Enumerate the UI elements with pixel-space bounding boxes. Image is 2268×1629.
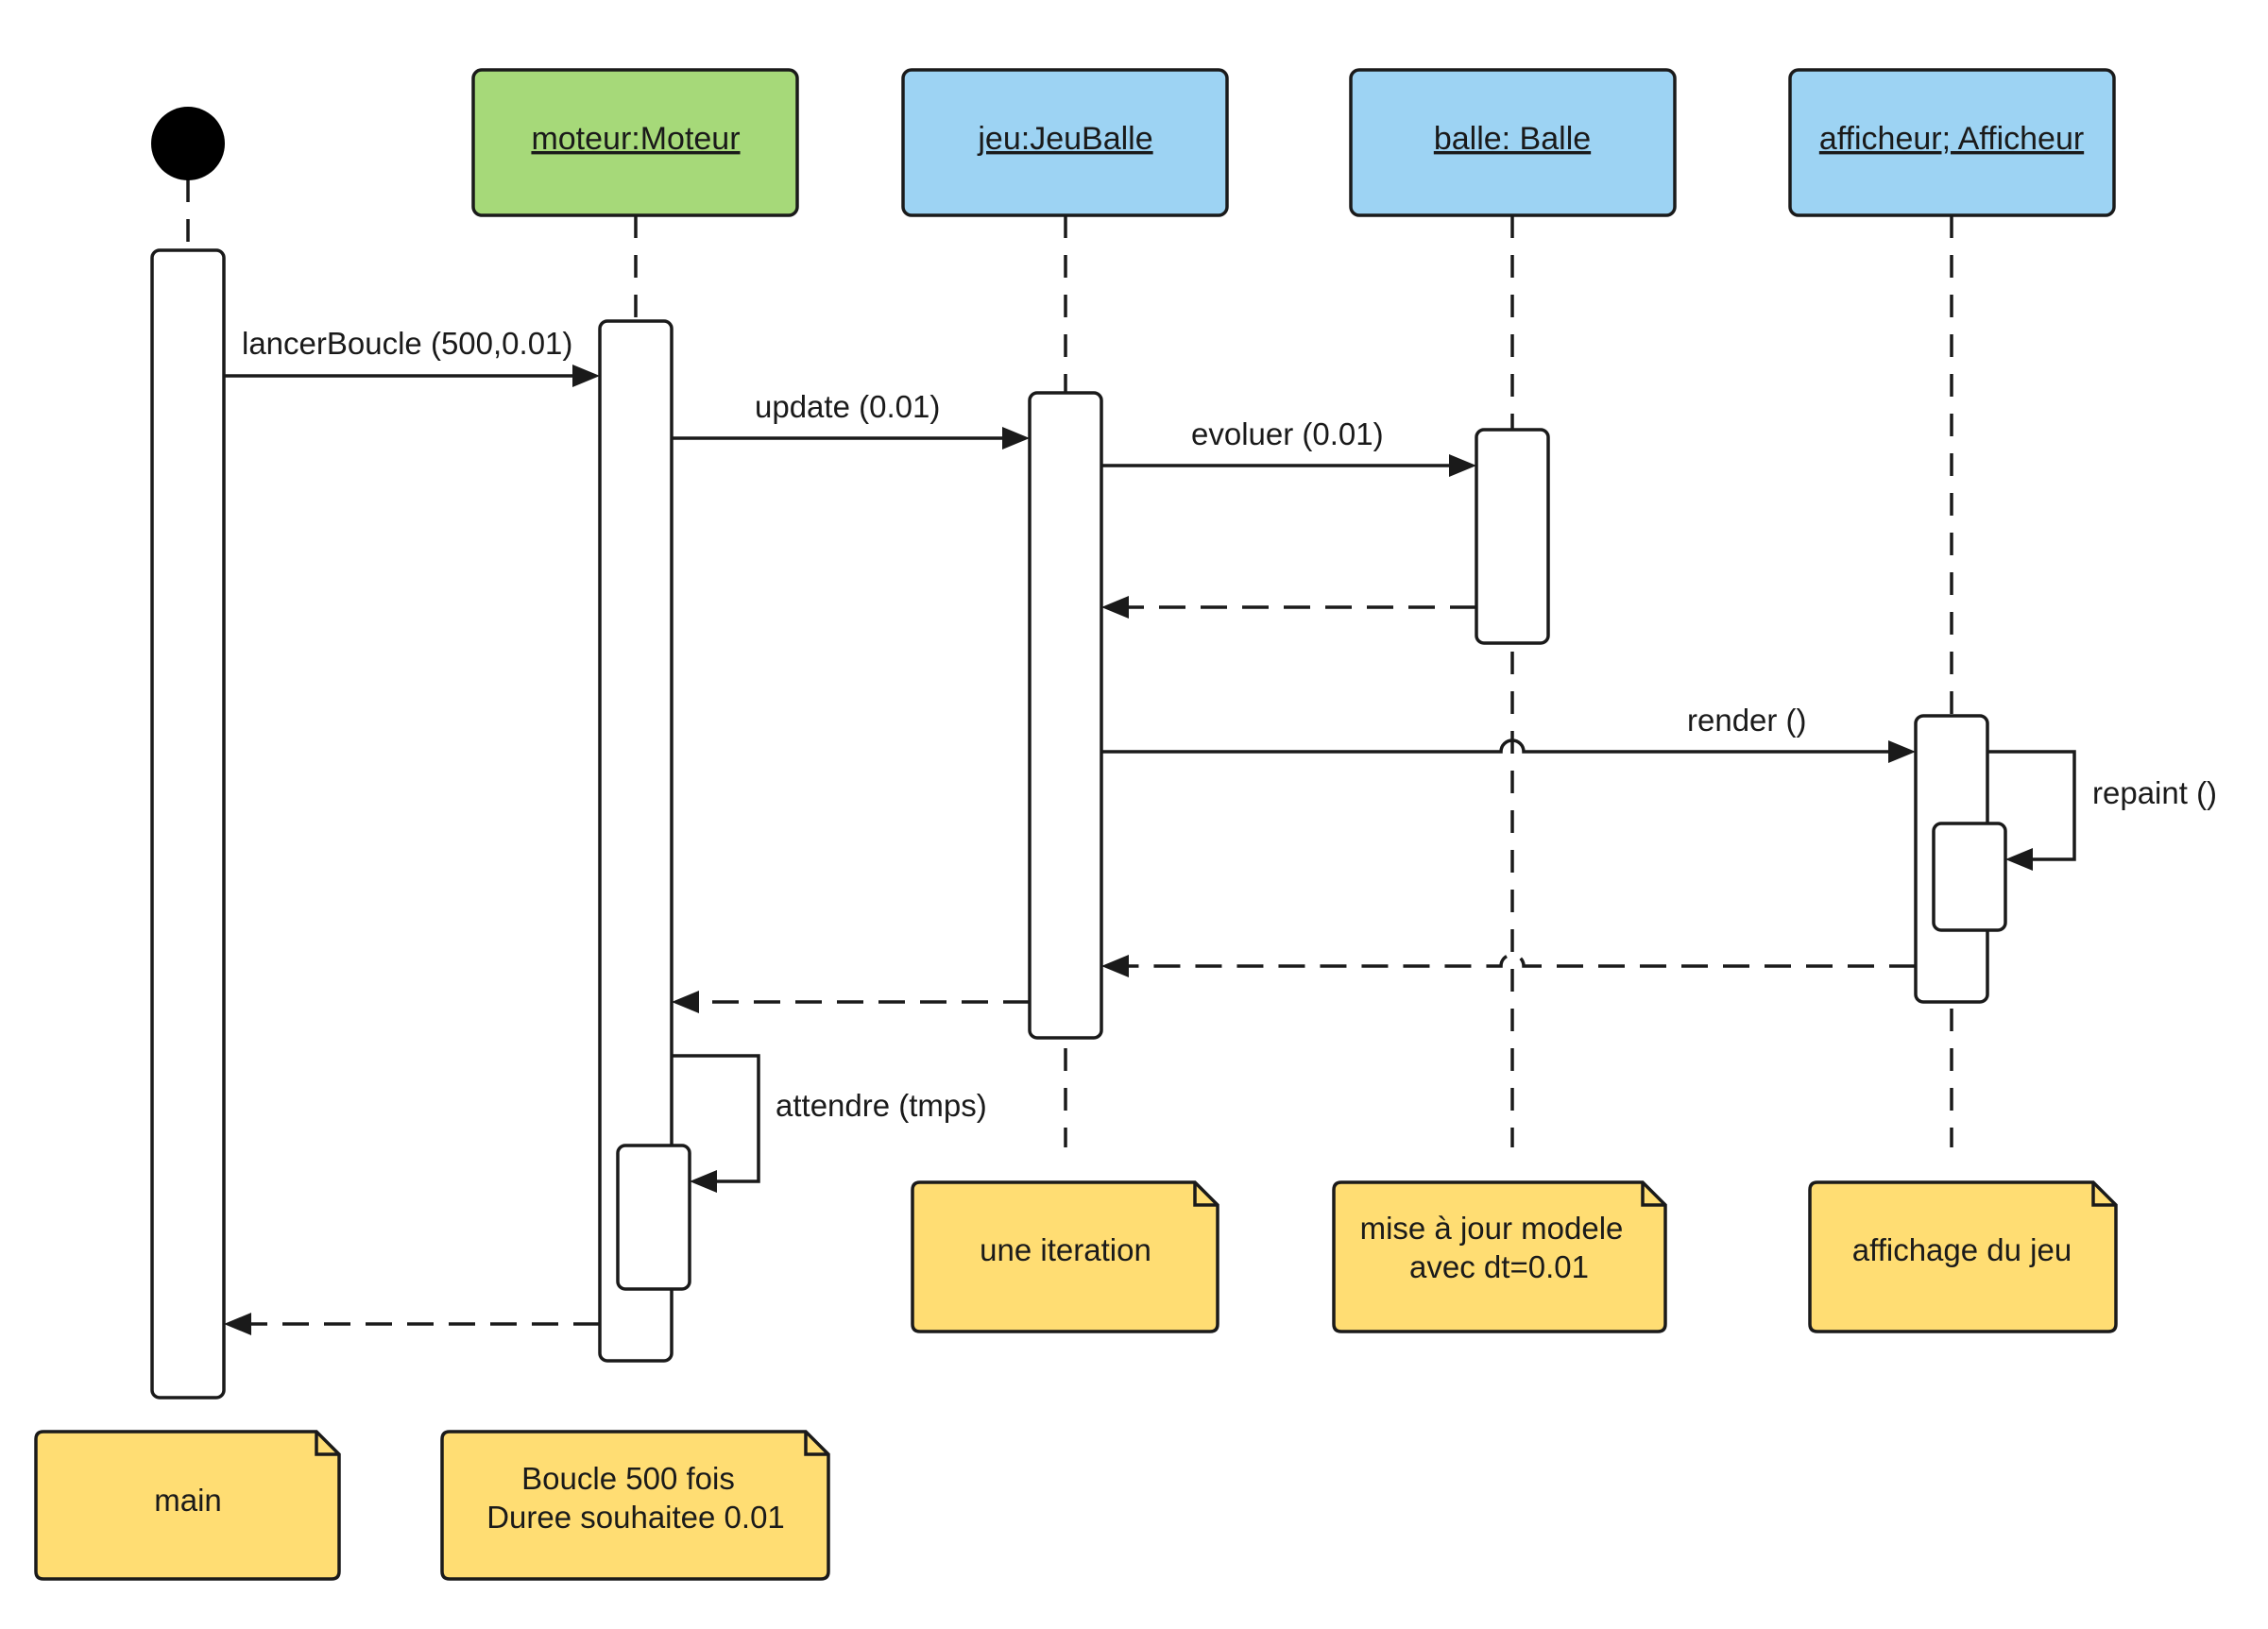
header-moteur: moteur:Moteur: [471, 68, 799, 217]
header-jeu-label: jeu:JeuBalle: [977, 121, 1152, 157]
note-main: main: [34, 1430, 341, 1581]
render-arrow: [1101, 738, 1890, 754]
update-arrowhead: [1002, 427, 1030, 450]
attendre-self-arrow: [672, 1054, 760, 1183]
repaint-label: repaint (): [2092, 775, 2217, 810]
jeu-return-arrowhead: [672, 991, 699, 1013]
render-label: render (): [1687, 703, 1807, 738]
start-node: [151, 107, 225, 180]
note-affichage-text: affichage du jeu: [1852, 1232, 2072, 1267]
note-boucle: Boucle 500 fois Duree souhaitee 0.01: [440, 1430, 830, 1581]
jeu-activation: [1028, 391, 1103, 1040]
header-afficheur: afficheur; Afficheur: [1788, 68, 2116, 217]
header-jeu: jeu:JeuBalle: [901, 68, 1229, 217]
evoluer-label: evoluer (0.01): [1191, 416, 1384, 451]
main-activation: [150, 248, 226, 1400]
render-arrowhead: [1888, 740, 1916, 763]
header-balle: balle: Balle: [1349, 68, 1677, 217]
balle-activation: [1475, 428, 1550, 645]
lancer-arrowhead: [572, 365, 600, 387]
note-boucle-line1: Boucle 500 fois: [521, 1461, 735, 1496]
attendre-label: attendre (tmps): [776, 1088, 987, 1123]
lancer-label: lancerBoucle (500,0.01): [242, 326, 572, 361]
header-moteur-label: moteur:Moteur: [531, 121, 740, 157]
note-mise-a-jour-line1: mise à jour modele: [1360, 1211, 1624, 1246]
note-mise-a-jour: mise à jour modele avec dt=0.01: [1332, 1180, 1667, 1333]
repaint-arrowhead: [2005, 848, 2033, 871]
note-main-text: main: [154, 1483, 222, 1518]
moteur-activation: [598, 319, 674, 1363]
afficheur-return-arrow: [1127, 953, 1916, 968]
update-label: update (0.01): [755, 389, 940, 424]
repaint-self-arrow: [1987, 750, 2076, 861]
header-balle-label: balle: Balle: [1434, 121, 1591, 157]
evoluer-arrowhead: [1449, 454, 1476, 477]
note-boucle-line2: Duree souhaitee 0.01: [486, 1500, 785, 1535]
moteur-nested-activation: [616, 1144, 691, 1291]
afficheur-nested-activation: [1932, 822, 2007, 932]
note-iteration-text: une iteration: [980, 1232, 1151, 1267]
afficheur-return-arrowhead: [1101, 955, 1129, 977]
note-affichage: affichage du jeu: [1808, 1180, 2118, 1333]
header-afficheur-label: afficheur; Afficheur: [1819, 121, 2084, 157]
moteur-return-arrowhead: [224, 1313, 251, 1335]
note-iteration: une iteration: [911, 1180, 1219, 1333]
balle-return-arrowhead: [1101, 596, 1129, 619]
note-mise-a-jour-line2: avec dt=0.01: [1409, 1249, 1589, 1284]
attendre-arrowhead: [690, 1170, 717, 1193]
